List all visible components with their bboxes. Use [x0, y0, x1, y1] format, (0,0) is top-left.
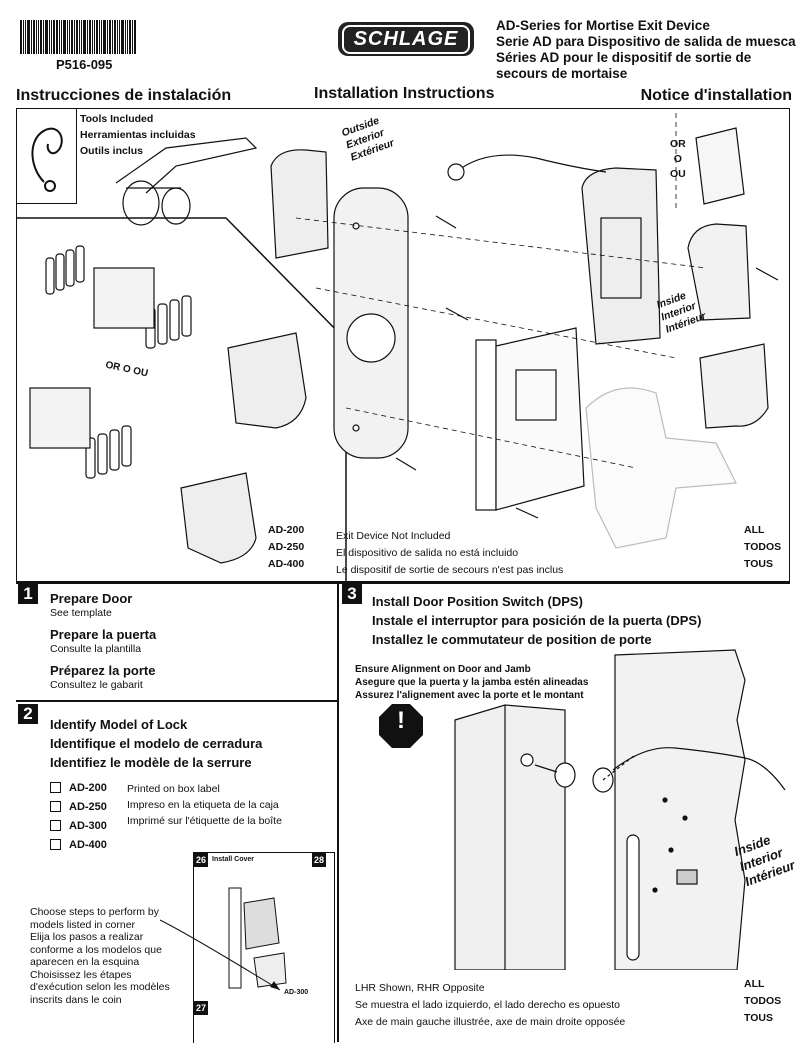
- model-checkbox-ad400[interactable]: AD-400: [50, 835, 107, 854]
- thumbnail-page: 26 Install Cover 28 27 AD-300: [193, 852, 335, 1043]
- model-checkbox-ad200[interactable]: AD-200: [50, 778, 107, 797]
- thumb-step-28: 28: [312, 853, 326, 867]
- product-title: AD-Series for Mortise Exit Device Serie …: [496, 18, 796, 81]
- step-number-2: 2: [18, 704, 38, 724]
- title-es: Instrucciones de instalación: [16, 87, 232, 104]
- thumb-step-27: 27: [194, 1001, 208, 1015]
- title-fr: Notice d'installation: [640, 87, 792, 104]
- overview-panel: [16, 108, 790, 582]
- part-number: P516-095: [56, 57, 113, 72]
- tools-box: [16, 108, 77, 204]
- or-label: OR O OU: [670, 138, 686, 180]
- hand-note: LHR Shown, RHR Opposite Se muestra el la…: [355, 982, 626, 1028]
- pointer-arrow: [159, 919, 281, 991]
- column-divider: [337, 582, 339, 1042]
- model-checkbox-ad250[interactable]: AD-250: [50, 797, 107, 816]
- tool-icon: [31, 127, 63, 192]
- thumb-step-26: 26: [194, 853, 208, 867]
- box-label-note: Printed on box label Impreso en la etiqu…: [127, 783, 282, 827]
- title-en: Installation Instructions: [314, 85, 495, 102]
- models-left: AD-200 AD-250 AD-400: [268, 524, 305, 570]
- model-checklist: AD-200 AD-250 AD-300 AD-400: [50, 778, 107, 854]
- section-divider: [16, 582, 790, 584]
- step-divider: [16, 700, 337, 702]
- step-number-3: 3: [342, 584, 362, 604]
- alignment-note: Ensure Alignment on Door and Jamb Asegur…: [355, 664, 589, 701]
- corner-note: Choose steps to perform by models listed…: [30, 906, 170, 1006]
- model-checkbox-ad300[interactable]: AD-300: [50, 816, 107, 835]
- exploded-diagram: [16, 113, 779, 582]
- tools-label: Tools Included Herramientas incluidas Ou…: [80, 113, 196, 157]
- step2-titles: Identify Model of Lock Identifique el mo…: [50, 717, 263, 770]
- step1-content: Prepare Door See template Prepare la pue…: [50, 591, 157, 692]
- brand-logo: SCHLAGE: [338, 22, 474, 56]
- barcode: [20, 20, 160, 54]
- step3-models: ALL TODOS TOUS: [744, 978, 782, 1024]
- models-right: ALL TODOS TOUS: [744, 524, 782, 570]
- exit-device-note: Exit Device Not Included El dispositivo …: [336, 530, 564, 576]
- warning-icon: [379, 704, 423, 748]
- dps-diagram: [454, 649, 786, 970]
- thumb-model: AD-300: [284, 989, 309, 996]
- warning-glyph: !: [397, 707, 405, 734]
- step-number-1: 1: [18, 584, 38, 604]
- step3-titles: Install Door Position Switch (DPS) Insta…: [372, 594, 702, 647]
- thumb-title: Install Cover: [212, 856, 255, 863]
